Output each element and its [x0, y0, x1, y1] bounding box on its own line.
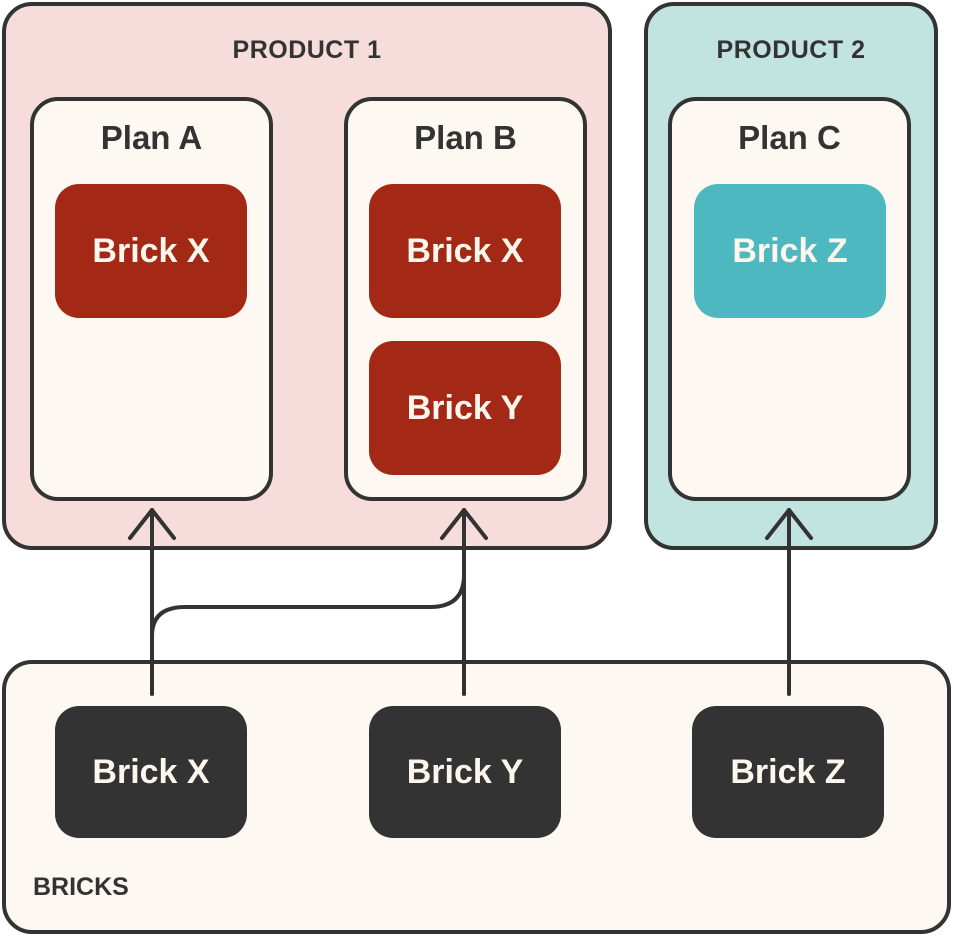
arrowhead-plan-b — [440, 508, 488, 540]
bricks-pool-label: BRICKS — [33, 873, 129, 901]
plan-a-brick-x: Brick X — [55, 184, 247, 318]
arrow-brick-x-to-plan-b — [150, 573, 466, 638]
arrowhead-plan-a — [128, 508, 176, 540]
plan-b-brick-y: Brick Y — [369, 341, 561, 475]
plan-b-brick-x: Brick X — [369, 184, 561, 318]
plan-c-brick-z: Brick Z — [694, 184, 886, 318]
plan-c-title: Plan C — [738, 119, 841, 156]
plan-b-title: Plan B — [414, 119, 517, 156]
pool-brick-z: Brick Z — [692, 706, 884, 838]
pool-brick-x: Brick X — [55, 706, 247, 838]
product-2-title: PRODUCT 2 — [716, 36, 866, 64]
plan-a-title: Plan A — [100, 119, 203, 156]
arrowhead-plan-c — [765, 508, 813, 540]
product-1-title: PRODUCT 1 — [232, 36, 382, 64]
pool-brick-y: Brick Y — [369, 706, 561, 838]
